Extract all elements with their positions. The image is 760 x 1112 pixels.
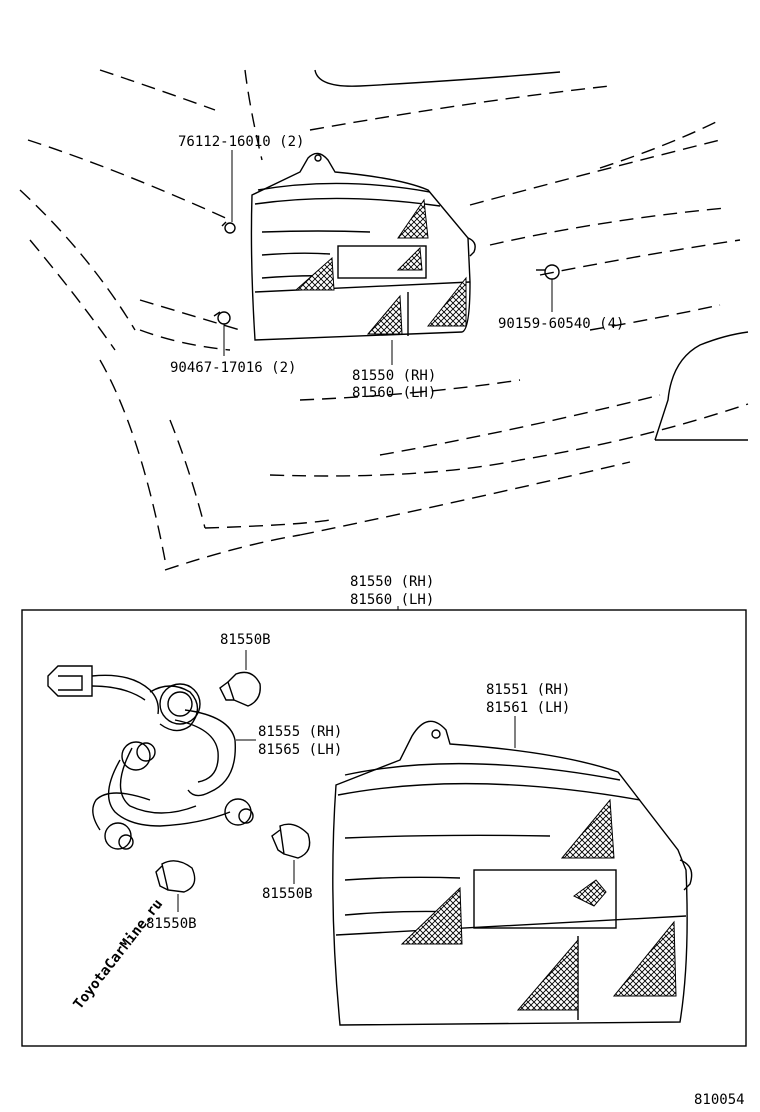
- label-socket-rh: 81555 (RH): [258, 724, 342, 740]
- tail-lamp-lens: [332, 720, 693, 1026]
- tail-lamp-assembly-upper: [250, 152, 476, 341]
- label-lamp-assy-rh: 81550 (RH): [352, 368, 436, 384]
- label-lamp-assy-lh: 81560 (LH): [352, 385, 436, 401]
- label-bulb-right: 81550B: [262, 886, 313, 902]
- bulb-top-icon: [219, 671, 261, 707]
- label-nut: 90159-60540 (4): [498, 316, 624, 332]
- watermark-text: ToyotaCarMine.ru: [71, 896, 167, 1012]
- label-lens-lh: 81561 (LH): [486, 700, 570, 716]
- label-clip-upper: 76112-16010 (2): [178, 134, 304, 150]
- bulb-left-icon: [155, 860, 196, 893]
- bulb-right-icon: [271, 823, 311, 859]
- label-lens-rh: 81551 (RH): [486, 682, 570, 698]
- clip-upper-icon: [221, 221, 236, 234]
- exploded-view-frame: [21, 609, 747, 1047]
- label-bulb-top: 81550B: [220, 632, 271, 648]
- label-socket-lh: 81565 (LH): [258, 742, 342, 758]
- vehicle-body-outline: [19, 69, 749, 571]
- bulb-socket-icon: [104, 683, 254, 850]
- box-title-rh: 81550 (RH): [350, 574, 434, 590]
- nut-icon: [536, 264, 560, 280]
- label-bulb-left: 81550B: [146, 916, 197, 932]
- wire-harness: [47, 665, 236, 831]
- box-title-lh: 81560 (LH): [350, 592, 434, 608]
- label-clip-lower: 90467-17016 (2): [170, 360, 296, 376]
- diagram-code: 810054: [694, 1092, 745, 1108]
